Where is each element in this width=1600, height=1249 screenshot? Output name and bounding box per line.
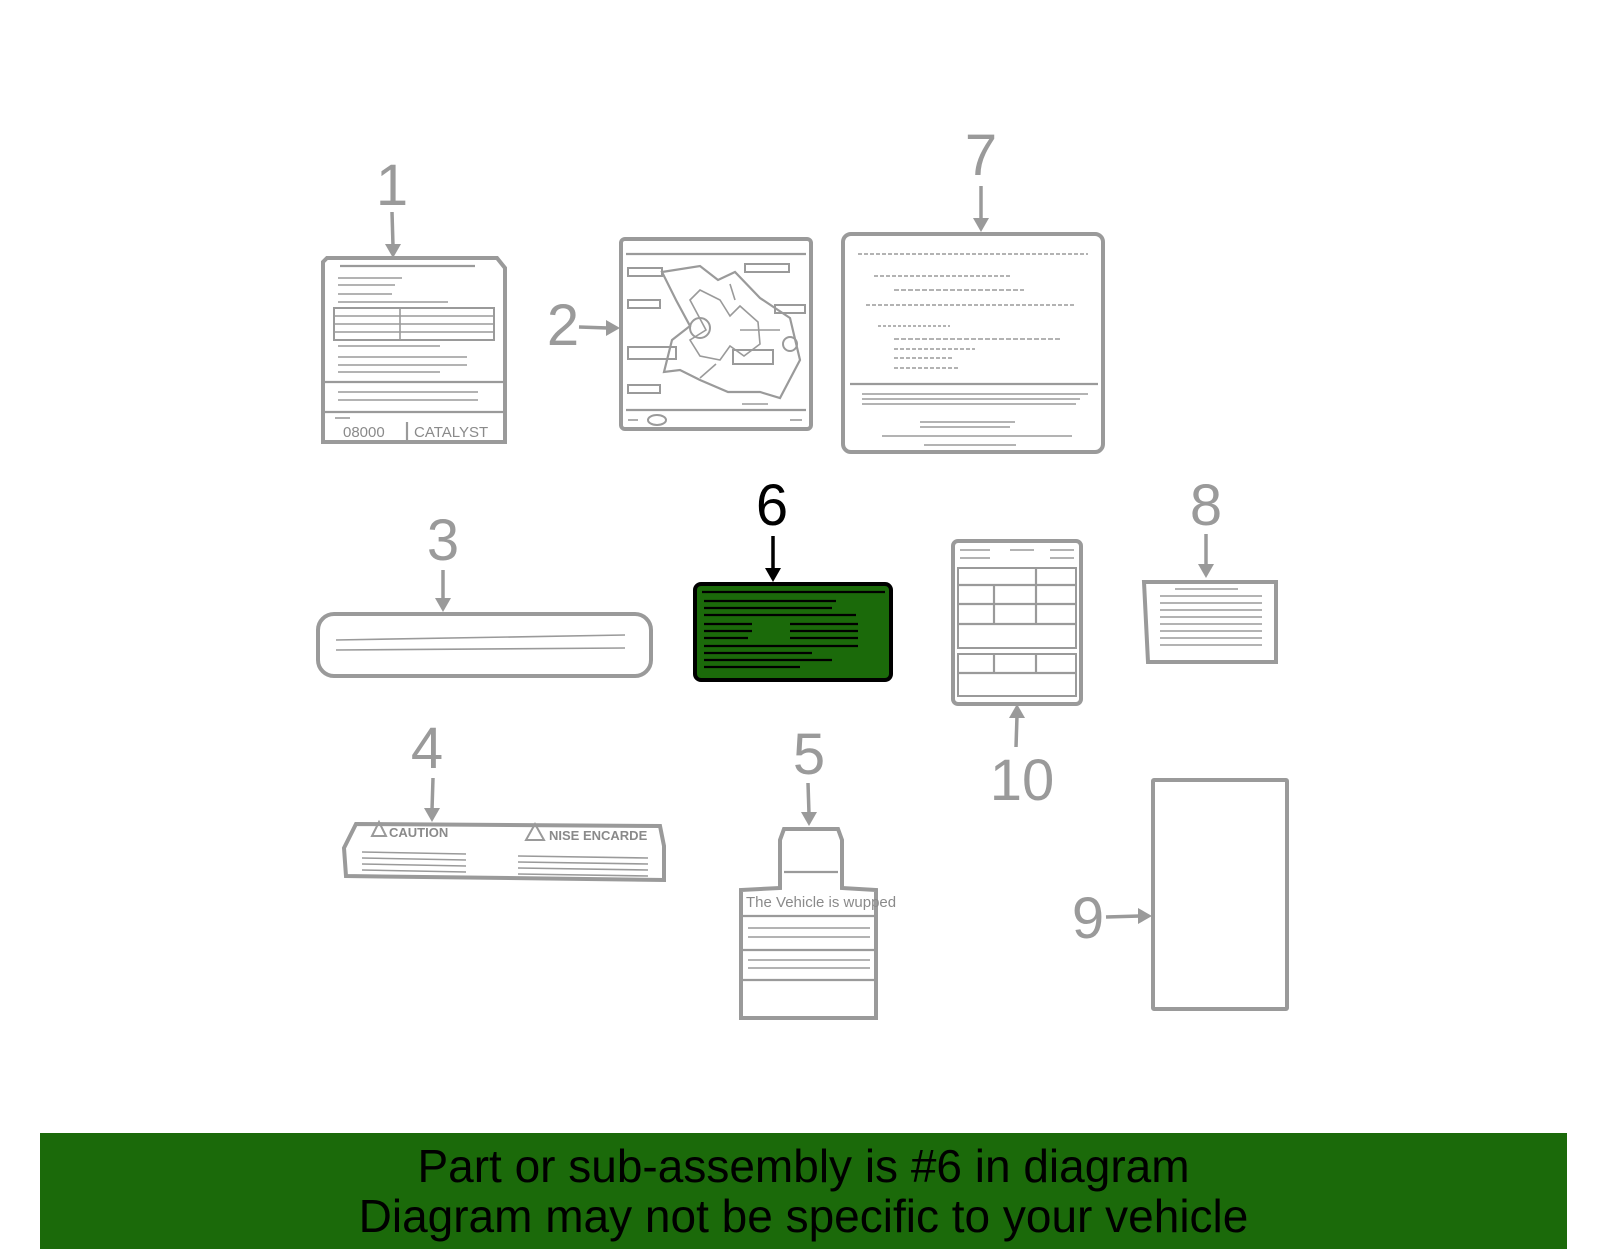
- callout-10: 10: [990, 748, 1055, 813]
- part-2-label[interactable]: 2: [547, 237, 813, 431]
- callout-3: 3: [427, 508, 459, 573]
- callout-2: 2: [547, 293, 579, 358]
- banner-line-1: Part or sub-assembly is #6 in diagram: [417, 1140, 1190, 1192]
- label-4-right-text: NISE ENCARDE: [549, 828, 648, 843]
- part-10-label[interactable]: 10: [951, 539, 1083, 813]
- callout-7: 7: [965, 123, 997, 188]
- part-8-label[interactable]: 8: [1141, 473, 1278, 664]
- banner-line-2: Diagram may not be specific to your vehi…: [358, 1190, 1249, 1242]
- part-9-label[interactable]: 9: [1072, 778, 1289, 1011]
- warning-triangle-icon: [370, 819, 388, 837]
- info-banner: Part or sub-assembly is #6 in diagram Di…: [40, 1133, 1567, 1249]
- part-3-label[interactable]: 3: [316, 508, 653, 678]
- part-7-label[interactable]: 7: [841, 123, 1105, 454]
- callout-8: 8: [1190, 473, 1222, 538]
- callout-4: 4: [411, 716, 443, 781]
- label-5-header-text: The Vehicle is wupped: [746, 894, 896, 911]
- callout-1: 1: [376, 153, 408, 218]
- label-1-right-text: CATALYST: [414, 424, 488, 441]
- callout-6: 6: [756, 473, 788, 538]
- callout-9: 9: [1072, 886, 1104, 951]
- label-1-left-text: 08000: [343, 424, 385, 441]
- part-4-label[interactable]: 4 CAUTION NISE ENCARDE: [341, 716, 666, 883]
- label-4-left-text: CAUTION: [389, 825, 448, 840]
- callout-5: 5: [793, 722, 825, 787]
- warning-triangle-icon: [524, 821, 546, 841]
- part-6-label-highlighted[interactable]: 6: [693, 473, 893, 682]
- part-1-label[interactable]: 1 08000 CATALYST: [321, 153, 507, 444]
- part-5-label[interactable]: 5 The Vehicle is wupped: [739, 722, 896, 1020]
